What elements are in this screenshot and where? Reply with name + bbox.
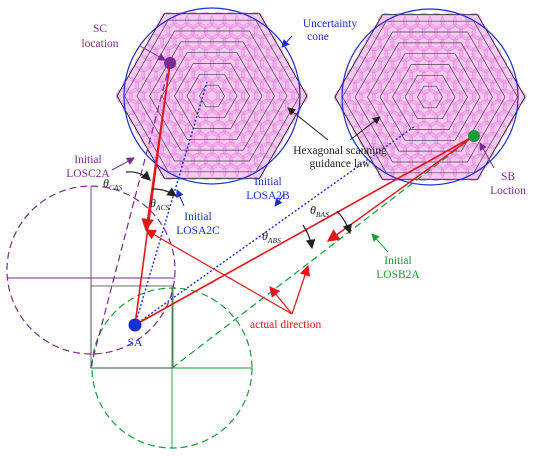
sb-uncertainty-region	[334, 8, 526, 186]
sc-uncertainty-cone	[123, 7, 301, 185]
hex-label-arrow-1	[287, 107, 329, 141]
theta-bas-label: θBAS	[310, 203, 329, 219]
losc2a-label-line2: LOSC2A	[66, 168, 110, 180]
sa-label: SA	[128, 337, 143, 349]
sb-label-line1: SB	[501, 171, 515, 183]
hex-label-arrow-2	[349, 116, 381, 141]
hex-spiral-ring	[354, 31, 506, 163]
losb2a-label-arrow	[371, 233, 389, 253]
los-a2b-line	[134, 125, 416, 326]
los-b2a-line	[171, 135, 475, 369]
losa2b-label-line1: Initial	[254, 176, 281, 188]
theta-cas-label: θCAS	[103, 176, 122, 192]
losa2b-label-arrow	[274, 193, 285, 207]
sb-location-point	[468, 130, 480, 142]
angle-arc-bas	[336, 210, 352, 235]
uncertainty-label-line2: cone	[307, 31, 329, 43]
losb2a-label-line2: LOSB2A	[376, 269, 420, 281]
sc-label-line1: SC	[93, 23, 107, 35]
hex-outer-boundary	[334, 14, 526, 180]
hex-spiral-ring	[417, 85, 443, 109]
angle-arc-cas	[125, 170, 151, 181]
sb-uncertainty-cone	[341, 8, 519, 186]
hex-spiral-ring	[149, 41, 275, 151]
sa-to-sb-line	[134, 135, 475, 326]
uncertainty-label-arrow	[281, 35, 293, 48]
sb-label-arrow	[479, 142, 495, 169]
angle-arc-abs	[302, 224, 316, 250]
sc-uncertainty-region	[116, 7, 308, 185]
losa2c-label-line1: Initial	[184, 211, 211, 223]
sa-reference-box	[90, 285, 174, 369]
hex-spiral-ring	[136, 30, 288, 162]
hex-outer-boundary	[116, 13, 308, 179]
sc-label-arrow	[139, 45, 166, 61]
sc-scan-circles	[116, 12, 308, 180]
hex-label-line2: guidance law	[310, 158, 372, 170]
actual-direction-callout-2	[269, 286, 293, 315]
losa2c-label-line2: LOSA2C	[176, 225, 220, 237]
sb-label-line2: Loction	[490, 185, 526, 197]
hex-spiral-ring	[367, 42, 493, 152]
theta-acs-label: θACS	[150, 196, 169, 212]
losa2c-label-arrow	[176, 189, 185, 207]
hex-label-line1: Hexagonal scanning	[293, 145, 387, 157]
sb-to-sa-actual-line	[326, 135, 475, 242]
sa-point	[128, 318, 142, 332]
actual-direction-label: actual direction	[250, 319, 321, 331]
los-c2a-line	[89, 62, 171, 371]
angle-arc-acs	[151, 187, 177, 197]
hex-spiral-ring	[392, 64, 468, 130]
losc2a-label-arrow	[111, 157, 135, 171]
losc2a-label-line1: Initial	[74, 154, 101, 166]
losa2b-label-line2: LOSA2B	[246, 190, 290, 202]
hex-spiral-ring	[379, 53, 481, 141]
theta-abs-label: θABS	[262, 229, 281, 245]
sc-to-sa-actual-line	[141, 62, 171, 232]
losb2a-label-line1: Initial	[384, 255, 411, 267]
hex-spiral-ring	[174, 63, 250, 129]
actual-direction-callout-1	[144, 229, 293, 315]
hex-spiral-ring	[199, 84, 225, 108]
hex-spiral-ring	[404, 74, 456, 120]
sc-location-point	[164, 57, 176, 69]
sc-label-line2: location	[81, 38, 118, 50]
actual-direction-callout-3	[291, 264, 311, 315]
uncertainty-label-line1: Uncertainty	[303, 18, 358, 30]
hex-spiral-ring	[186, 73, 238, 119]
